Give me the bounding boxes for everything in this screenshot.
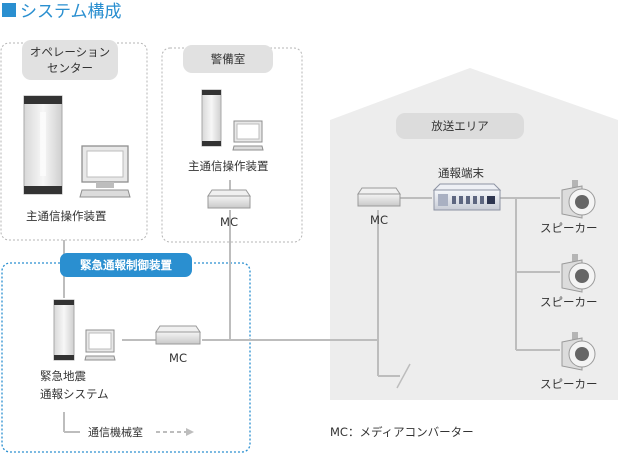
speaker-icon: [561, 332, 596, 371]
emergency-control-label: 緊急通報制御装置: [60, 253, 192, 277]
page-title: システム構成: [2, 2, 122, 22]
broadcast-area-mc-label: MC: [370, 213, 388, 227]
terminal-unit-icon: [432, 183, 502, 211]
svg-text:センター: センター: [47, 61, 93, 75]
media-converter-icon: [207, 189, 251, 209]
machine-room-connector: [63, 412, 80, 433]
emergency-system-label-1: 緊急地震: [40, 369, 86, 383]
speaker-label-3: スピーカー: [540, 377, 598, 391]
security-room-label: 警備室: [183, 45, 273, 73]
svg-text:オペレーション: オペレーション: [30, 45, 110, 59]
operation-center-label: オペレーション センター: [22, 40, 118, 80]
emergency-control-box: [1, 262, 251, 453]
svg-text:放送エリア: 放送エリア: [431, 119, 489, 133]
machine-room-label: 通信機械室: [88, 425, 143, 439]
security-room-mc-label: MC: [220, 215, 238, 229]
title-square-icon: [2, 3, 16, 17]
line-break-mark: [396, 363, 411, 389]
media-converter-icon: [357, 187, 401, 207]
operation-center-device-label: 主通信操作装置: [26, 209, 107, 223]
dashed-arrow-icon: [156, 428, 194, 436]
security-room-device-label: 主通信操作装置: [188, 159, 269, 173]
server-tower-icon: [201, 89, 222, 147]
broadcast-area-label: 放送エリア: [396, 113, 524, 139]
broadcast-area-shape: [330, 68, 618, 400]
title-text: システム構成: [20, 2, 122, 22]
security-room-box: [161, 47, 303, 243]
svg-text:警備室: 警備室: [211, 52, 246, 66]
server-tower-icon: [23, 95, 63, 195]
legend-text: MC：メディアコンバーター: [330, 425, 474, 439]
speaker-icon: [561, 254, 596, 293]
server-tower-icon: [53, 299, 75, 361]
speaker-icon: [561, 180, 596, 219]
emergency-system-label-2: 通報システム: [40, 387, 109, 401]
media-converter-icon: [155, 325, 201, 345]
speaker-label-2: スピーカー: [540, 295, 598, 309]
computer-icon: [79, 145, 131, 198]
speaker-label-1: スピーカー: [540, 221, 598, 235]
computer-icon: [84, 329, 116, 361]
computer-icon: [232, 120, 264, 151]
svg-text:緊急通報制御装置: 緊急通報制御装置: [80, 258, 172, 272]
terminal-label: 通報端末: [438, 166, 484, 180]
emergency-mc-label: MC: [169, 351, 187, 365]
